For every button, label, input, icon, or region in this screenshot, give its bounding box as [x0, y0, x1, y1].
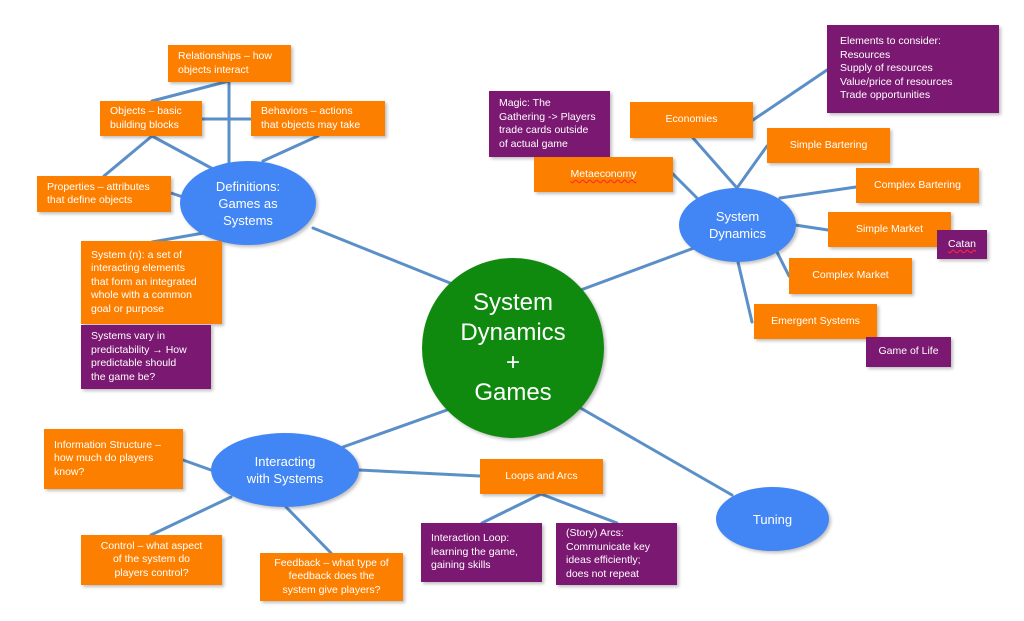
node-game-of-life: Game of Life — [866, 337, 951, 367]
catan-label: Catan — [947, 237, 977, 250]
node-interaction-loop: Interaction Loop: learning the game, gai… — [421, 523, 542, 582]
node-behaviors: Behaviors – actions that objects may tak… — [251, 101, 385, 136]
link-simplebartering-dynamics — [735, 144, 769, 190]
link-complexbartering-dynamics — [778, 185, 858, 200]
node-system-definition: System (n): a set of interacting element… — [81, 241, 222, 324]
node-complex-bartering: Complex Bartering — [856, 168, 979, 203]
node-information-structure: Information Structure – how much do play… — [44, 429, 183, 489]
node-loops-and-arcs: Loops and Arcs — [480, 459, 603, 494]
node-objects: Objects – basic building blocks — [100, 101, 202, 136]
link-behaviors-definitions — [261, 134, 320, 163]
node-systems-vary: Systems vary in predictability → How pre… — [81, 325, 211, 389]
link-objects-definitions — [150, 134, 215, 171]
link-loops-storyarcs — [539, 492, 619, 525]
node-emergent-systems: Emergent Systems — [754, 304, 877, 339]
link-economies-dynamics — [691, 136, 739, 190]
hub-definitions: Definitions: Games as Systems — [180, 161, 316, 245]
link-relationships-objects — [150, 79, 231, 103]
link-complexmarket-dynamics — [775, 250, 791, 278]
link-central-tuning — [575, 404, 734, 497]
link-central-interacting — [341, 408, 449, 449]
link-central-definitions — [311, 226, 452, 285]
node-metaeconomy: Metaeconomy — [534, 157, 673, 192]
link-feedback-interacting — [284, 505, 333, 555]
link-elements-economies — [751, 68, 829, 122]
link-metaeconomy-dynamics — [671, 172, 699, 200]
link-emergent-dynamics — [736, 260, 754, 324]
node-simple-bartering: Simple Bartering — [767, 128, 890, 163]
node-magic-the-gathering: Magic: The Gathering -> Players trade ca… — [489, 91, 610, 157]
node-catan: Catan — [937, 230, 987, 259]
node-control: Control – what aspect of the system do p… — [81, 535, 222, 585]
node-properties: Properties – attributes that define obje… — [37, 176, 171, 212]
link-objects-properties — [102, 134, 154, 178]
hub-system-dynamics: System Dynamics — [679, 188, 796, 262]
node-economies: Economies — [630, 102, 753, 138]
node-relationships: Relationships – how objects interact — [168, 45, 291, 82]
metaeconomy-label: Metaeconomy — [570, 167, 637, 180]
node-elements-to-consider: Elements to consider: Resources Supply o… — [827, 25, 999, 113]
node-story-arcs: (Story) Arcs: Communicate key ideas effi… — [556, 523, 677, 585]
link-central-dynamics — [576, 246, 696, 293]
node-simple-market: Simple Market — [828, 212, 951, 247]
link-info-interacting — [181, 458, 213, 472]
node-feedback: Feedback – what type of feedback does th… — [260, 553, 403, 601]
central-topic: System Dynamics + Games — [422, 258, 604, 438]
hub-interacting-with-systems: Interacting with Systems — [211, 433, 359, 507]
hub-tuning: Tuning — [716, 487, 829, 551]
link-loops-interacting — [357, 468, 482, 478]
link-simplemarket-dynamics — [793, 223, 830, 232]
link-loops-interactionloop — [480, 492, 543, 525]
link-control-interacting — [149, 495, 233, 537]
node-complex-market: Complex Market — [789, 258, 912, 294]
